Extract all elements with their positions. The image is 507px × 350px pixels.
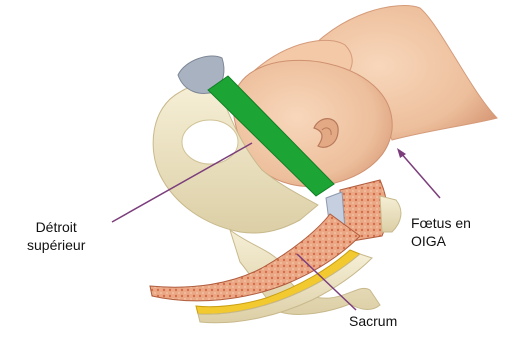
detroit-label-line2: supérieur (27, 236, 85, 254)
sacrum-label: Sacrum (349, 312, 397, 330)
detroit-label-line1: Détroit (27, 218, 85, 236)
foetus-label-line2: OIGA (411, 232, 471, 250)
foetus-label: Fœtus en OIGA (411, 214, 471, 250)
arrow-foetus (397, 148, 440, 198)
foetus-label-line1: Fœtus en (411, 214, 471, 232)
spinous-process (380, 196, 401, 232)
detroit-superieur-label: Détroit supérieur (27, 218, 85, 254)
obturator-foramen (182, 120, 238, 164)
